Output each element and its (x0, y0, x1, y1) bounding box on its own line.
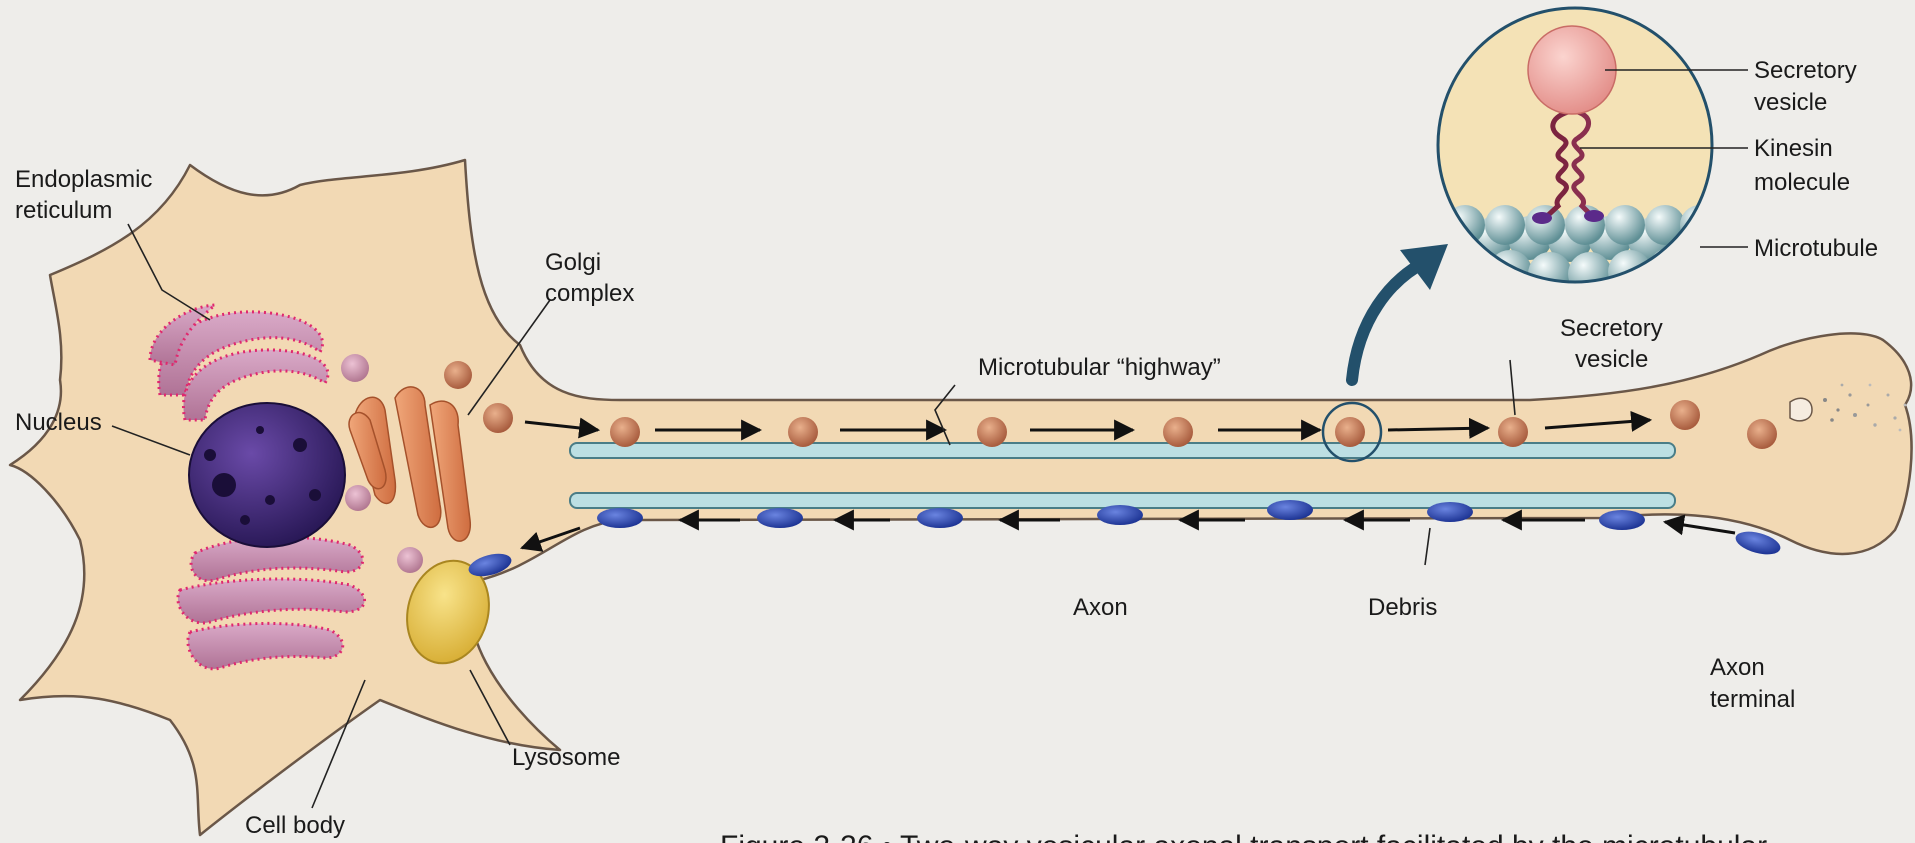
secretory-vesicle (1163, 417, 1193, 447)
debris-particle (597, 508, 643, 528)
figure-caption: Figure 2-26 • Two-way vesicular axonal t… (720, 830, 1767, 843)
label-endoplasmic-reticulum-line2: reticulum (15, 197, 112, 224)
label-axon-terminal-line1: Axon (1710, 654, 1765, 681)
debris-particle (1599, 510, 1645, 530)
label-secretory-vesicle-axon-line2: vesicle (1575, 346, 1648, 373)
label-inset-secretory-vesicle-line1: Secretory (1754, 57, 1857, 84)
secretory-vesicle (610, 417, 640, 447)
secretory-vesicle (977, 417, 1007, 447)
label-golgi-line1: Golgi (545, 249, 601, 276)
endoplasmic-reticulum-lower (178, 537, 365, 669)
secretory-vesicle (788, 417, 818, 447)
debris-particle (1267, 500, 1313, 520)
secretory-vesicle (1747, 419, 1777, 449)
label-golgi-line2: complex (545, 280, 634, 307)
debris-particle (1097, 505, 1143, 525)
secretory-vesicle (1498, 417, 1528, 447)
label-inset-secretory-vesicle-line2: vesicle (1754, 89, 1827, 116)
secretory-vesicle (1670, 400, 1700, 430)
label-nucleus: Nucleus (15, 409, 102, 436)
secretory-vesicle (1335, 417, 1365, 447)
inset-secretory-vesicle (1528, 26, 1616, 114)
debris-particle (1427, 502, 1473, 522)
debris-particle (757, 508, 803, 528)
label-lysosome: Lysosome (512, 744, 621, 771)
label-axon-terminal-line2: terminal (1710, 686, 1795, 713)
label-debris: Debris (1368, 594, 1437, 621)
label-cell-body: Cell body (245, 812, 345, 839)
label-secretory-vesicle-axon-line1: Secretory (1560, 315, 1663, 342)
nucleus (189, 403, 345, 547)
label-kinesin-line1: Kinesin (1754, 135, 1833, 162)
label-endoplasmic-reticulum-line1: Endoplasmic (15, 166, 152, 193)
label-axon: Axon (1073, 594, 1128, 621)
kinesin-inset (1418, 8, 1720, 296)
label-microtubule: Microtubule (1754, 235, 1878, 262)
magnify-pointer-arrow (1352, 244, 1448, 380)
label-kinesin-line2: molecule (1754, 169, 1850, 196)
debris-particle (917, 508, 963, 528)
label-microtubular-highway: Microtubular “highway” (978, 354, 1221, 381)
